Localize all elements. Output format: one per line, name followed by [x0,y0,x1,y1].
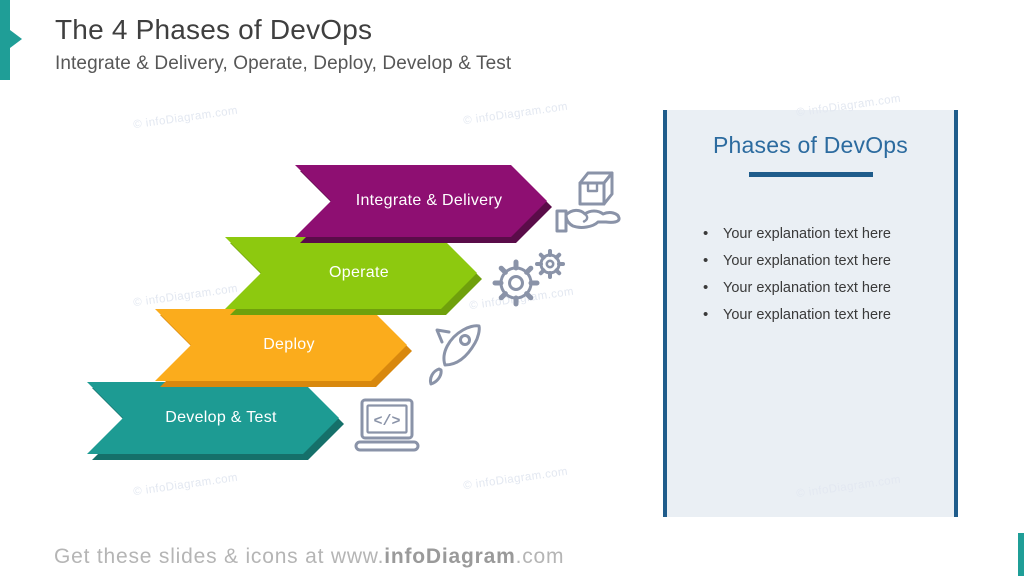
arrow-shape: Integrate & Delivery [295,165,547,237]
footer-credit: Get these slides & icons at www.infoDiag… [54,545,564,569]
explanation-panel: Phases of DevOps Your explanation text h… [663,110,958,517]
slide-title: The 4 Phases of DevOps [55,14,373,45]
bottom-right-accent-bar [1018,533,1024,576]
footer-prefix: Get these slides & icons at www. [54,545,385,568]
footer-brand: infoDiagram [384,545,516,568]
panel-title-underline [748,172,873,177]
rocket-icon [423,317,489,389]
bullet-item: Your explanation text here [701,280,954,296]
phase-label: Operate [329,264,389,281]
code-glyph: </> [373,413,400,430]
phase-label: Deploy [263,336,315,353]
phase-arrow-integrate-delivery: Integrate & Delivery [295,165,547,237]
watermark: © infoDiagram.com [462,465,569,493]
footer-suffix: .com [515,545,565,568]
slide-header: The 4 Phases of DevOps Integrate & Deliv… [55,14,511,75]
phase-label: Integrate & Delivery [355,192,503,209]
bullet-item: Your explanation text here [701,253,954,269]
slide-subtitle: Integrate & Delivery, Operate, Deploy, D… [55,53,512,74]
watermark: © infoDiagram.com [132,104,239,132]
phase-arrow-operate: Operate [225,237,477,309]
watermark: © infoDiagram.com [132,471,239,499]
bullet-item: Your explanation text here [701,307,954,323]
arrow-shape: Develop & Test [87,382,339,454]
laptop-code-icon: </> [350,394,424,458]
phase-label: Develop & Test [165,409,277,426]
arrow-shape: Operate [225,237,477,309]
arrow-shape: Deploy [155,309,407,381]
panel-bullet-list: Your explanation text here Your explanat… [667,226,954,323]
panel-title: Phases of DevOps [713,132,908,158]
package-hand-icon [548,163,636,241]
watermark: © infoDiagram.com [132,282,239,310]
gears-icon [486,243,570,311]
left-accent-bar [0,0,10,80]
phase-arrow-develop-test: Develop & Test [87,382,339,454]
left-accent-arrow-icon [10,30,22,48]
phase-arrow-deploy: Deploy [155,309,407,381]
bullet-item: Your explanation text here [701,226,954,242]
watermark: © infoDiagram.com [462,100,569,128]
